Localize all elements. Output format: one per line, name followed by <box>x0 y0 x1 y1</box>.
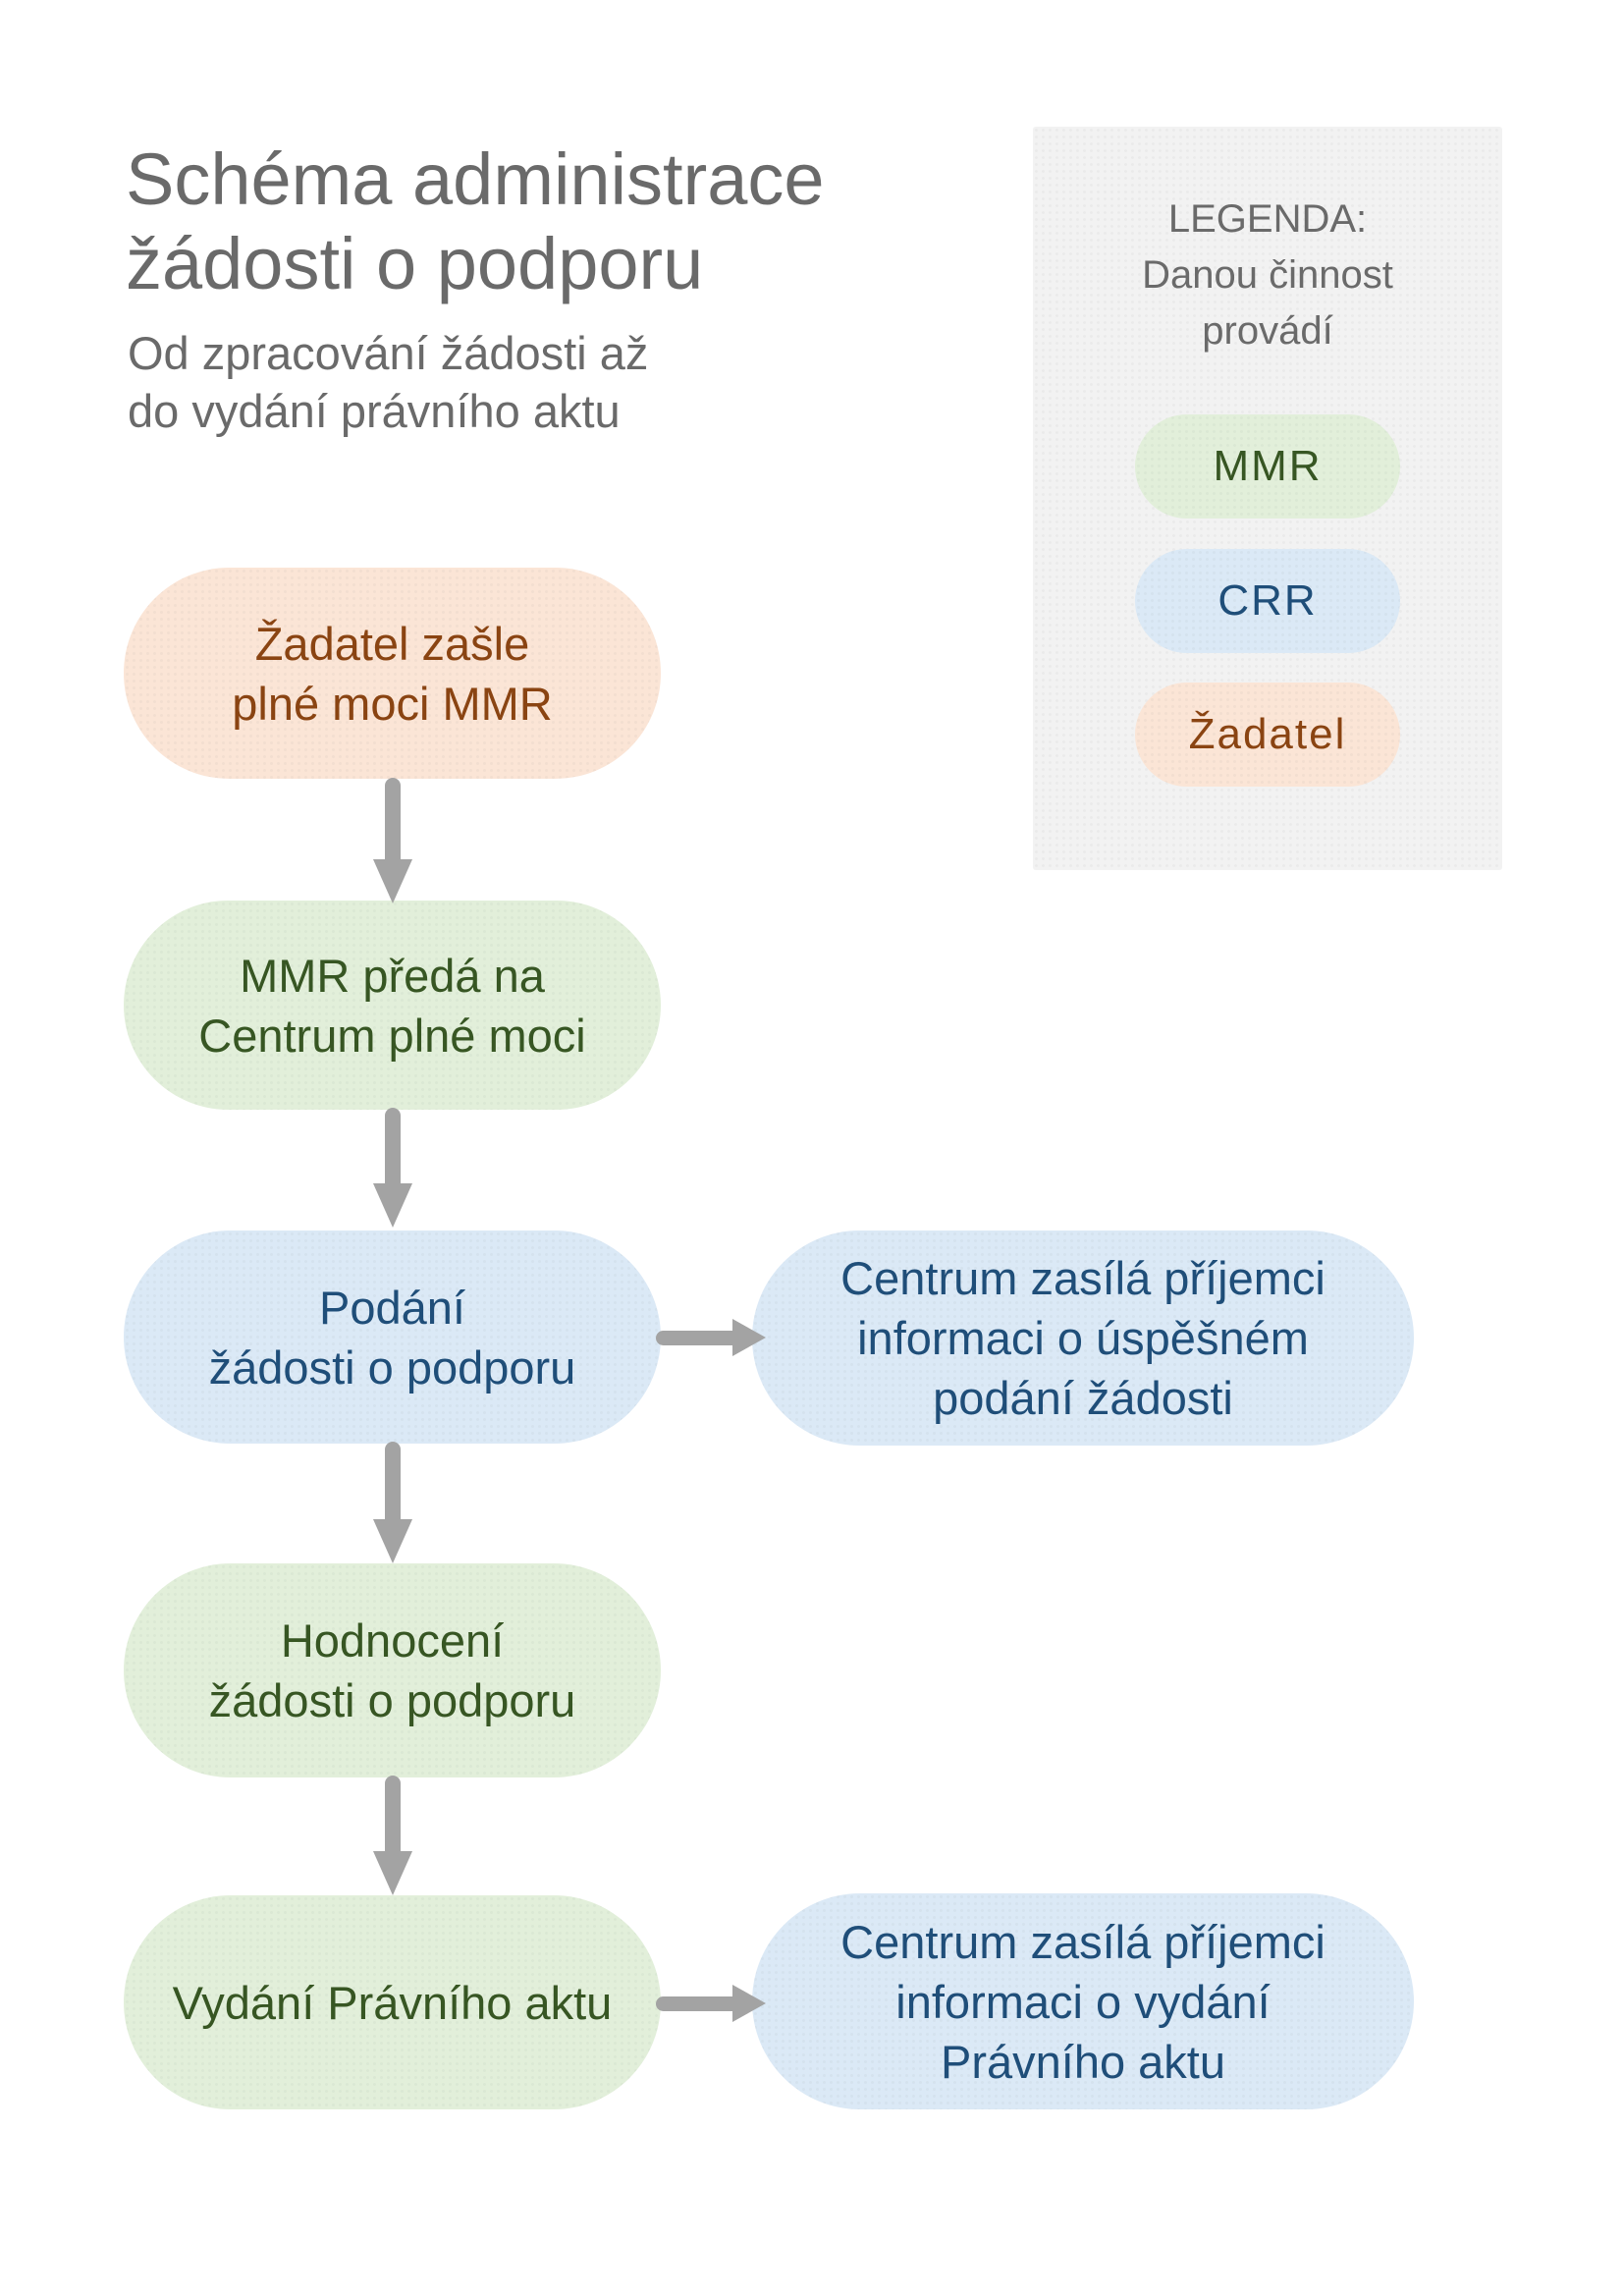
node-text-line: MMR předá na <box>240 949 545 1002</box>
arrow-head-icon <box>732 1985 766 2022</box>
legend-item-zadatel-label: Žadatel <box>1188 710 1347 758</box>
arrow-shaft <box>385 1776 401 1851</box>
legend-item-crr: CRR <box>1135 549 1400 653</box>
legend-item-zadatel: Žadatel <box>1135 683 1400 787</box>
arrow-head-icon <box>373 1183 412 1228</box>
arrow-down-1 <box>373 778 412 903</box>
flow-node-podani-zadosti: Podání žádosti o podporu <box>124 1230 661 1444</box>
arrow-shaft <box>656 1330 732 1345</box>
flow-node-info-vydani-aktu: Centrum zasílá příjemci informaci o vydá… <box>752 1893 1414 2109</box>
arrow-head-icon <box>732 1319 766 1356</box>
node-text-line: Právního aktu <box>940 2035 1225 2088</box>
node-text-line: Žadatel zašle <box>254 617 530 670</box>
arrow-head-icon <box>373 1851 412 1895</box>
arrow-head-icon <box>373 1519 412 1563</box>
page-subtitle: Od zpracování žádosti až do vydání právn… <box>128 324 648 440</box>
legend-title-line-3: provádí <box>1202 309 1333 353</box>
node-text-line: informaci o úspěšném <box>857 1312 1309 1364</box>
node-text-line: podání žádosti <box>933 1372 1233 1424</box>
page-title-line-1: Schéma administrace <box>126 138 825 220</box>
arrow-shaft <box>385 778 401 859</box>
node-text-line: Hodnocení <box>280 1614 505 1667</box>
arrow-down-2 <box>373 1108 412 1228</box>
node-text-line: Centrum zasílá příjemci <box>840 1915 1325 1968</box>
flow-node-hodnoceni-zadosti: Hodnocení žádosti o podporu <box>124 1563 661 1777</box>
legend-item-crr-label: CRR <box>1217 576 1318 625</box>
node-text-line: Centrum plné moci <box>198 1009 586 1062</box>
node-text-line: Centrum zasílá příjemci <box>840 1252 1325 1304</box>
legend-panel: LEGENDA: Danou činnost provádí MMR CRR Ž… <box>1033 127 1502 870</box>
arrow-shaft <box>385 1442 401 1519</box>
legend-item-mmr: MMR <box>1135 414 1400 519</box>
page-title-line-2: žádosti o podporu <box>126 223 704 304</box>
legend-title-line-1: LEGENDA: <box>1167 197 1368 241</box>
node-text-line: plné moci MMR <box>232 677 553 730</box>
legend-item-mmr-label: MMR <box>1213 442 1323 490</box>
flow-node-zadatel-zasle-plne-moci: Žadatel zašle plné moci MMR <box>124 568 661 779</box>
node-text-line: Vydání Právního aktu <box>172 1976 613 2029</box>
arrow-right-1 <box>656 1318 766 1357</box>
arrow-shaft <box>385 1108 401 1183</box>
node-text-line: Podání <box>319 1281 465 1334</box>
arrow-down-3 <box>373 1442 412 1563</box>
legend-title-line-2: Danou činnost <box>1142 253 1393 297</box>
arrow-down-4 <box>373 1776 412 1895</box>
arrow-right-2 <box>656 1984 766 2023</box>
flow-node-vydani-pravniho-aktu: Vydání Právního aktu <box>124 1895 661 2109</box>
node-text-line: žádosti o podporu <box>208 1674 576 1726</box>
flow-node-mmr-preda-na-centrum: MMR předá na Centrum plné moci <box>124 901 661 1110</box>
arrow-head-icon <box>373 859 412 903</box>
node-text-line: informaci o vydání <box>895 1975 1271 2028</box>
node-text-line: žádosti o podporu <box>208 1340 576 1394</box>
page-subtitle-line-2: do vydání právního aktu <box>128 385 621 437</box>
page-title: Schéma administrace žádosti o podporu <box>126 137 825 306</box>
arrow-shaft <box>656 1995 732 2011</box>
page-subtitle-line-1: Od zpracování žádosti až <box>128 327 649 379</box>
flow-node-info-uspesne-podani: Centrum zasílá příjemci informaci o úspě… <box>752 1230 1414 1446</box>
legend-title: LEGENDA: Danou činnost provádí <box>1033 191 1502 359</box>
